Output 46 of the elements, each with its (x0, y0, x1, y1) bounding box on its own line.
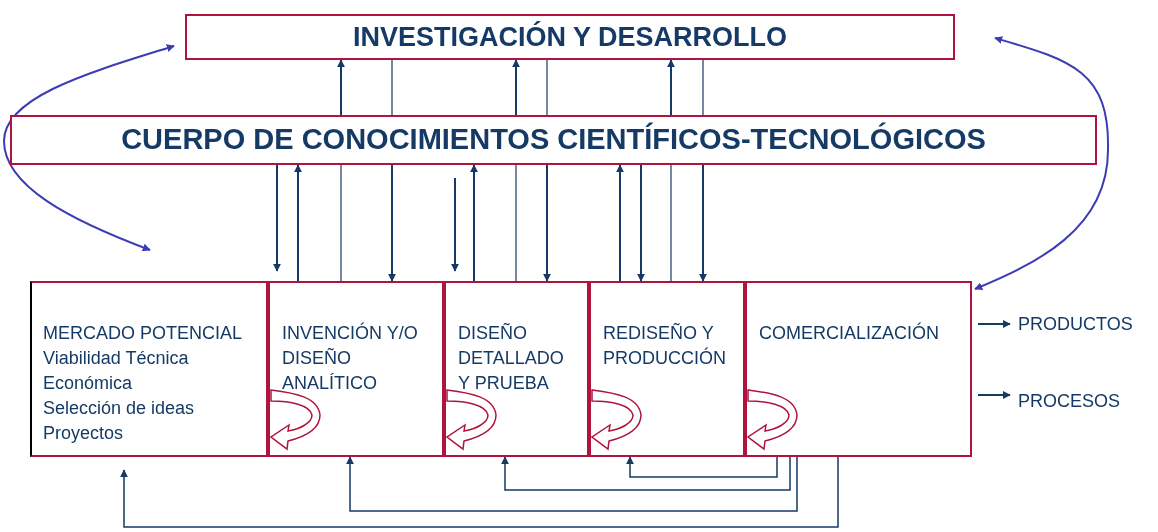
arrow (667, 59, 675, 116)
output-label: PROCESOS (1018, 388, 1138, 414)
arrow (977, 320, 1011, 328)
connector-line (391, 59, 393, 116)
arrow (512, 59, 520, 116)
connector-line (515, 164, 517, 282)
arrow (699, 164, 707, 282)
stage-text: INVENCIÓN Y/O DISEÑO ANALÍTICO (282, 321, 419, 395)
banner-title: CUERPO DE CONOCIMIENTOS CIENTÍFICOS-TECNOLÓGICOS (121, 121, 986, 158)
stage-box (30, 281, 268, 457)
connector-line (702, 59, 704, 116)
banner-title: INVESTIGACIÓN Y DESARROLLO (352, 20, 788, 54)
arrow (637, 164, 645, 282)
arrow (626, 456, 778, 478)
arrow (346, 456, 798, 512)
connector-line (340, 164, 342, 282)
arrow (974, 36, 1109, 290)
stage-text: Proyectos (43, 422, 125, 445)
connector-line (546, 59, 548, 116)
arrow (451, 177, 459, 272)
arrow (120, 456, 839, 528)
arrow (616, 164, 624, 282)
stage-box (745, 281, 972, 457)
arrow (977, 391, 1011, 399)
stage-text: COMERCIALIZACIÓN (759, 321, 941, 345)
arrow (294, 164, 302, 282)
stage-box (268, 281, 444, 457)
banner-box (10, 115, 1097, 165)
stage-text: Económica (43, 372, 134, 395)
arrow (388, 164, 396, 282)
output-label: PRODUCTOS (1018, 311, 1154, 337)
arrow (337, 59, 345, 116)
banner-box (185, 14, 955, 60)
stage-text: DISEÑO DETALLADO Y PRUEBA (458, 322, 563, 395)
arrow (3, 44, 175, 252)
stage-text: Viabilidad Técnica (43, 347, 190, 370)
arrow (543, 164, 551, 282)
stage-text: REDISEÑO Y PRODUCCIÓN (603, 322, 727, 370)
arrow (501, 456, 791, 491)
stage-text: Selección de ideas (43, 397, 196, 420)
connector-line (670, 164, 672, 282)
stage-box (444, 281, 589, 457)
stage-box (589, 281, 745, 457)
arrow (273, 164, 281, 272)
stage-text: MERCADO POTENCIAL (43, 322, 244, 345)
arrow (470, 164, 478, 282)
